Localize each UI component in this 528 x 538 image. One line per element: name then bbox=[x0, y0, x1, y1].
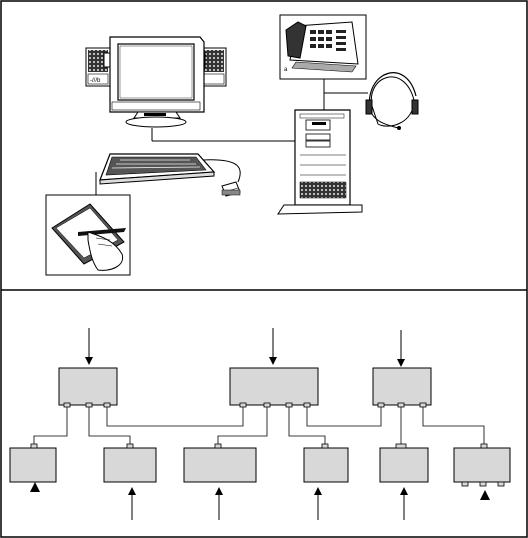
telephone: a bbox=[279, 14, 367, 80]
top-panel: -///b bbox=[45, 14, 419, 276]
headset bbox=[365, 72, 419, 130]
keyboard bbox=[99, 153, 216, 185]
phone-label: a bbox=[284, 67, 288, 73]
filled-arrow-6 bbox=[480, 490, 490, 500]
writing-tablet bbox=[45, 194, 131, 276]
left-speaker: -///b bbox=[85, 47, 113, 87]
tower-computer bbox=[277, 109, 363, 215]
top-box-1 bbox=[58, 367, 118, 406]
bottom-box-2 bbox=[103, 447, 157, 483]
bottom-box-4 bbox=[303, 447, 349, 483]
top-box-3 bbox=[372, 367, 432, 406]
bottom-box-5 bbox=[379, 447, 429, 483]
bottom-box-1 bbox=[9, 447, 57, 483]
computer-monitor bbox=[109, 36, 205, 128]
mouse bbox=[221, 181, 241, 197]
top-box-2 bbox=[229, 367, 319, 406]
filled-arrow-1 bbox=[30, 482, 40, 492]
bottom-box-3 bbox=[183, 447, 257, 483]
bottom-box-6 bbox=[453, 447, 511, 483]
bottom-panel bbox=[9, 328, 511, 520]
connection-lines bbox=[95, 79, 368, 195]
speaker-label: -///b bbox=[90, 78, 101, 84]
